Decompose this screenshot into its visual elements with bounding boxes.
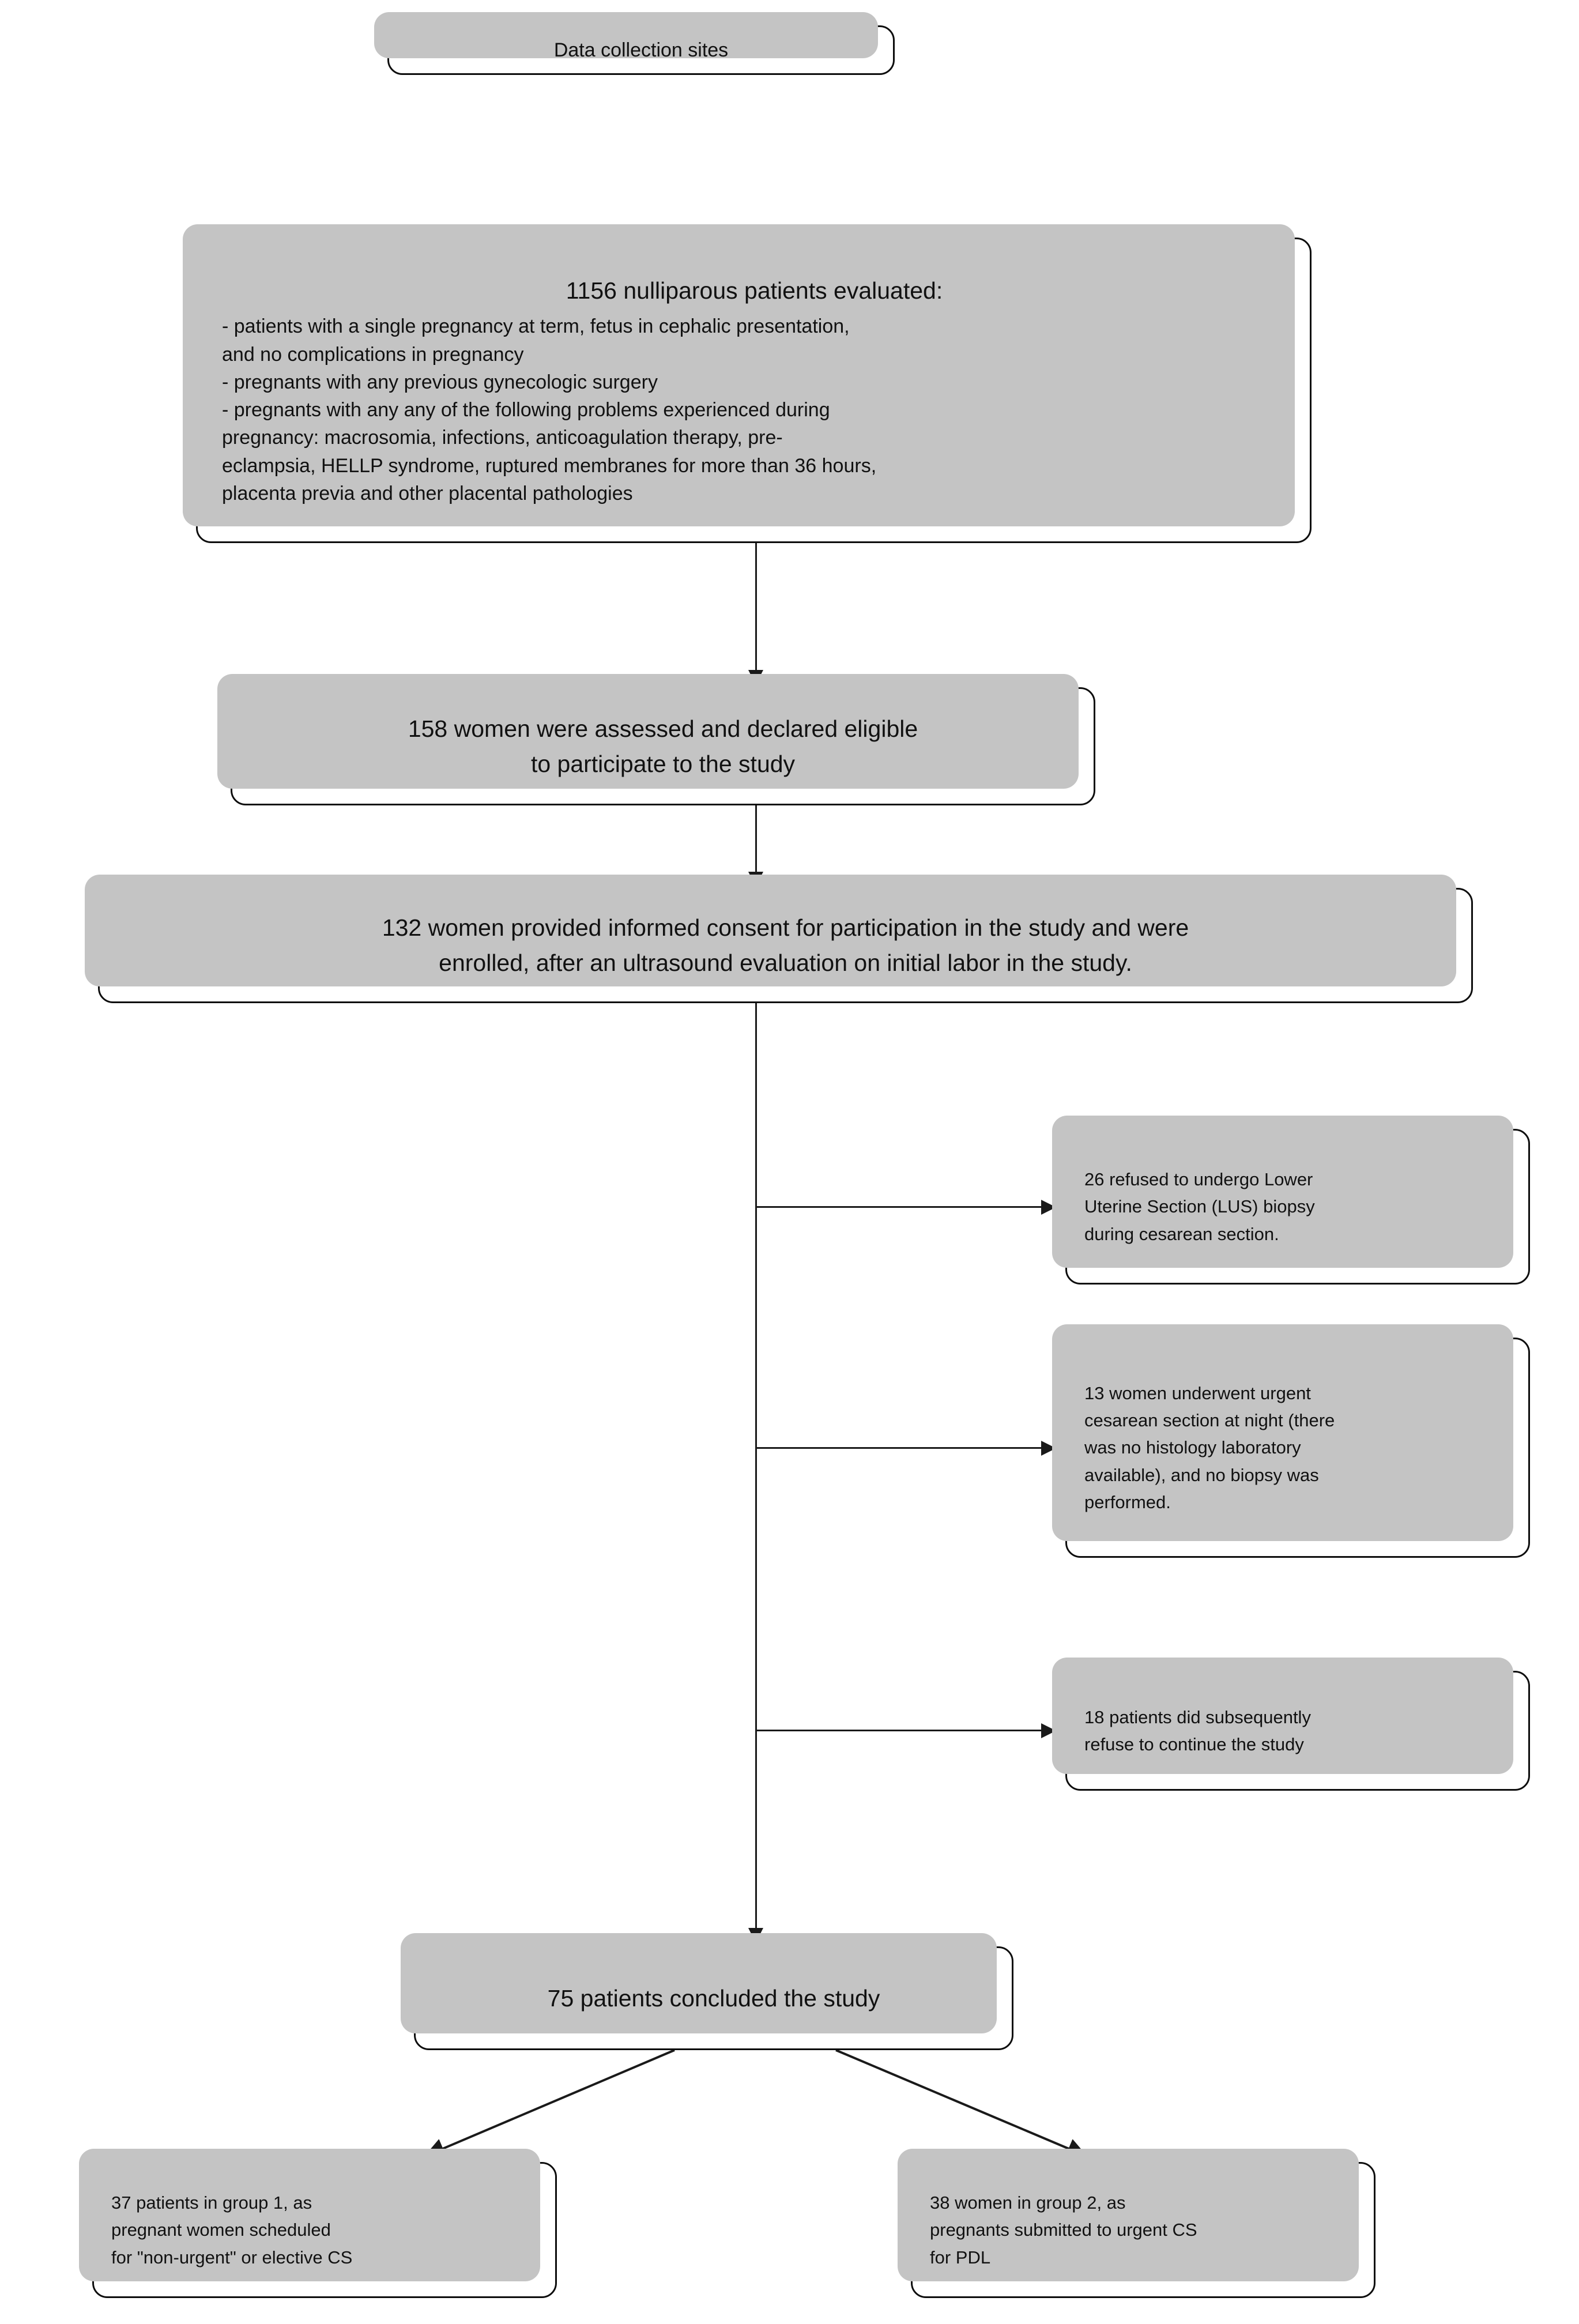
- edge-concluded-to-group-2: [835, 2049, 1088, 2159]
- node-women-eligible-line-2: to participate to the study: [530, 750, 796, 777]
- node-patients-evaluated-line-1: - patients with a single pregnancy at te…: [222, 315, 850, 338]
- node-group-1-line-2: pregnant women scheduled: [111, 2220, 331, 2240]
- edge-evaluated-to-eligible: [755, 543, 757, 671]
- node-women-eligible-line-1: 158 women were assessed and declared eli…: [408, 715, 918, 742]
- edge-concluded-to-group-1: [424, 2049, 675, 2159]
- node-women-eligible[interactable]: 158 women were assessed and declared eli…: [217, 674, 1095, 805]
- node-urgent-cs-at-night-line-4: available), and no biopsy was: [1084, 1464, 1319, 1485]
- node-urgent-cs-at-night-line-2: cesarean section at night (there: [1084, 1410, 1335, 1431]
- node-group-2[interactable]: 38 women in group 2, as pregnants submit…: [898, 2149, 1375, 2298]
- node-women-consented-line-1: 132 women provided informed consent for …: [382, 914, 1189, 941]
- node-urgent-cs-at-night[interactable]: 13 women underwent urgent cesarean secti…: [1052, 1324, 1530, 1558]
- node-patients-evaluated[interactable]: 1156 nulliparous patients evaluated: - p…: [183, 224, 1312, 543]
- node-patients-evaluated-heading: 1156 nulliparous patients evaluated:: [566, 277, 943, 304]
- node-data-collection-sites[interactable]: Data collection sites: [374, 12, 895, 75]
- node-women-consented-line-2: enrolled, after an ultrasound evaluation…: [439, 950, 1132, 976]
- node-data-collection-sites-label: Data collection sites: [553, 39, 729, 61]
- node-urgent-cs-at-night-line-5: performed.: [1084, 1491, 1171, 1512]
- node-patients-withdrew-line-1: 18 patients did subsequently: [1084, 1707, 1311, 1727]
- node-women-consented[interactable]: 132 women provided informed consent for …: [85, 875, 1473, 1003]
- node-urgent-cs-at-night-line-1: 13 women underwent urgent: [1084, 1383, 1311, 1404]
- edge-consent-to-urgent: [755, 1447, 1042, 1449]
- edge-consent-to-refused: [755, 1206, 1042, 1208]
- node-patients-evaluated-line-5: pregnancy: macrosomia, infections, antic…: [222, 427, 783, 449]
- edge-consent-to-withdrew: [755, 1730, 1042, 1731]
- node-group-2-line-1: 38 women in group 2, as: [930, 2193, 1126, 2213]
- node-patients-evaluated-line-2: and no complications in pregnancy: [222, 343, 524, 366]
- edge-eligible-to-consent: [755, 805, 757, 873]
- node-patients-withdrew[interactable]: 18 patients did subsequently refuse to c…: [1052, 1658, 1530, 1791]
- node-patients-evaluated-line-4: - pregnants with any any of the followin…: [222, 399, 830, 421]
- edge-consent-trunk: [755, 1003, 757, 1930]
- node-patients-evaluated-line-6: eclampsia, HELLP syndrome, ruptured memb…: [222, 454, 877, 477]
- node-refused-lus-biopsy-line-2: Uterine Section (LUS) biopsy: [1084, 1196, 1315, 1217]
- node-patients-evaluated-line-7: placenta previa and other placental path…: [222, 483, 633, 504]
- node-group-2-line-2: pregnants submitted to urgent CS: [930, 2220, 1197, 2240]
- node-group-1-line-3: for "non-urgent" or elective CS: [111, 2247, 353, 2267]
- node-refused-lus-biopsy-line-1: 26 refused to undergo Lower: [1084, 1169, 1313, 1190]
- node-patients-concluded[interactable]: 75 patients concluded the study: [401, 1933, 1013, 2050]
- node-refused-lus-biopsy-line-3: during cesarean section.: [1084, 1223, 1279, 1244]
- node-patients-concluded-label: 75 patients concluded the study: [547, 1984, 880, 2012]
- node-group-1-line-1: 37 patients in group 1, as: [111, 2193, 312, 2213]
- node-group-2-line-3: for PDL: [930, 2247, 991, 2267]
- node-urgent-cs-at-night-line-3: was no histology laboratory: [1084, 1437, 1301, 1458]
- node-refused-lus-biopsy[interactable]: 26 refused to undergo Lower Uterine Sect…: [1052, 1116, 1530, 1285]
- node-group-1[interactable]: 37 patients in group 1, as pregnant wome…: [79, 2149, 557, 2298]
- node-patients-evaluated-line-3: - pregnants with any previous gynecologi…: [222, 371, 658, 393]
- node-patients-withdrew-line-2: refuse to continue the study: [1084, 1734, 1304, 1754]
